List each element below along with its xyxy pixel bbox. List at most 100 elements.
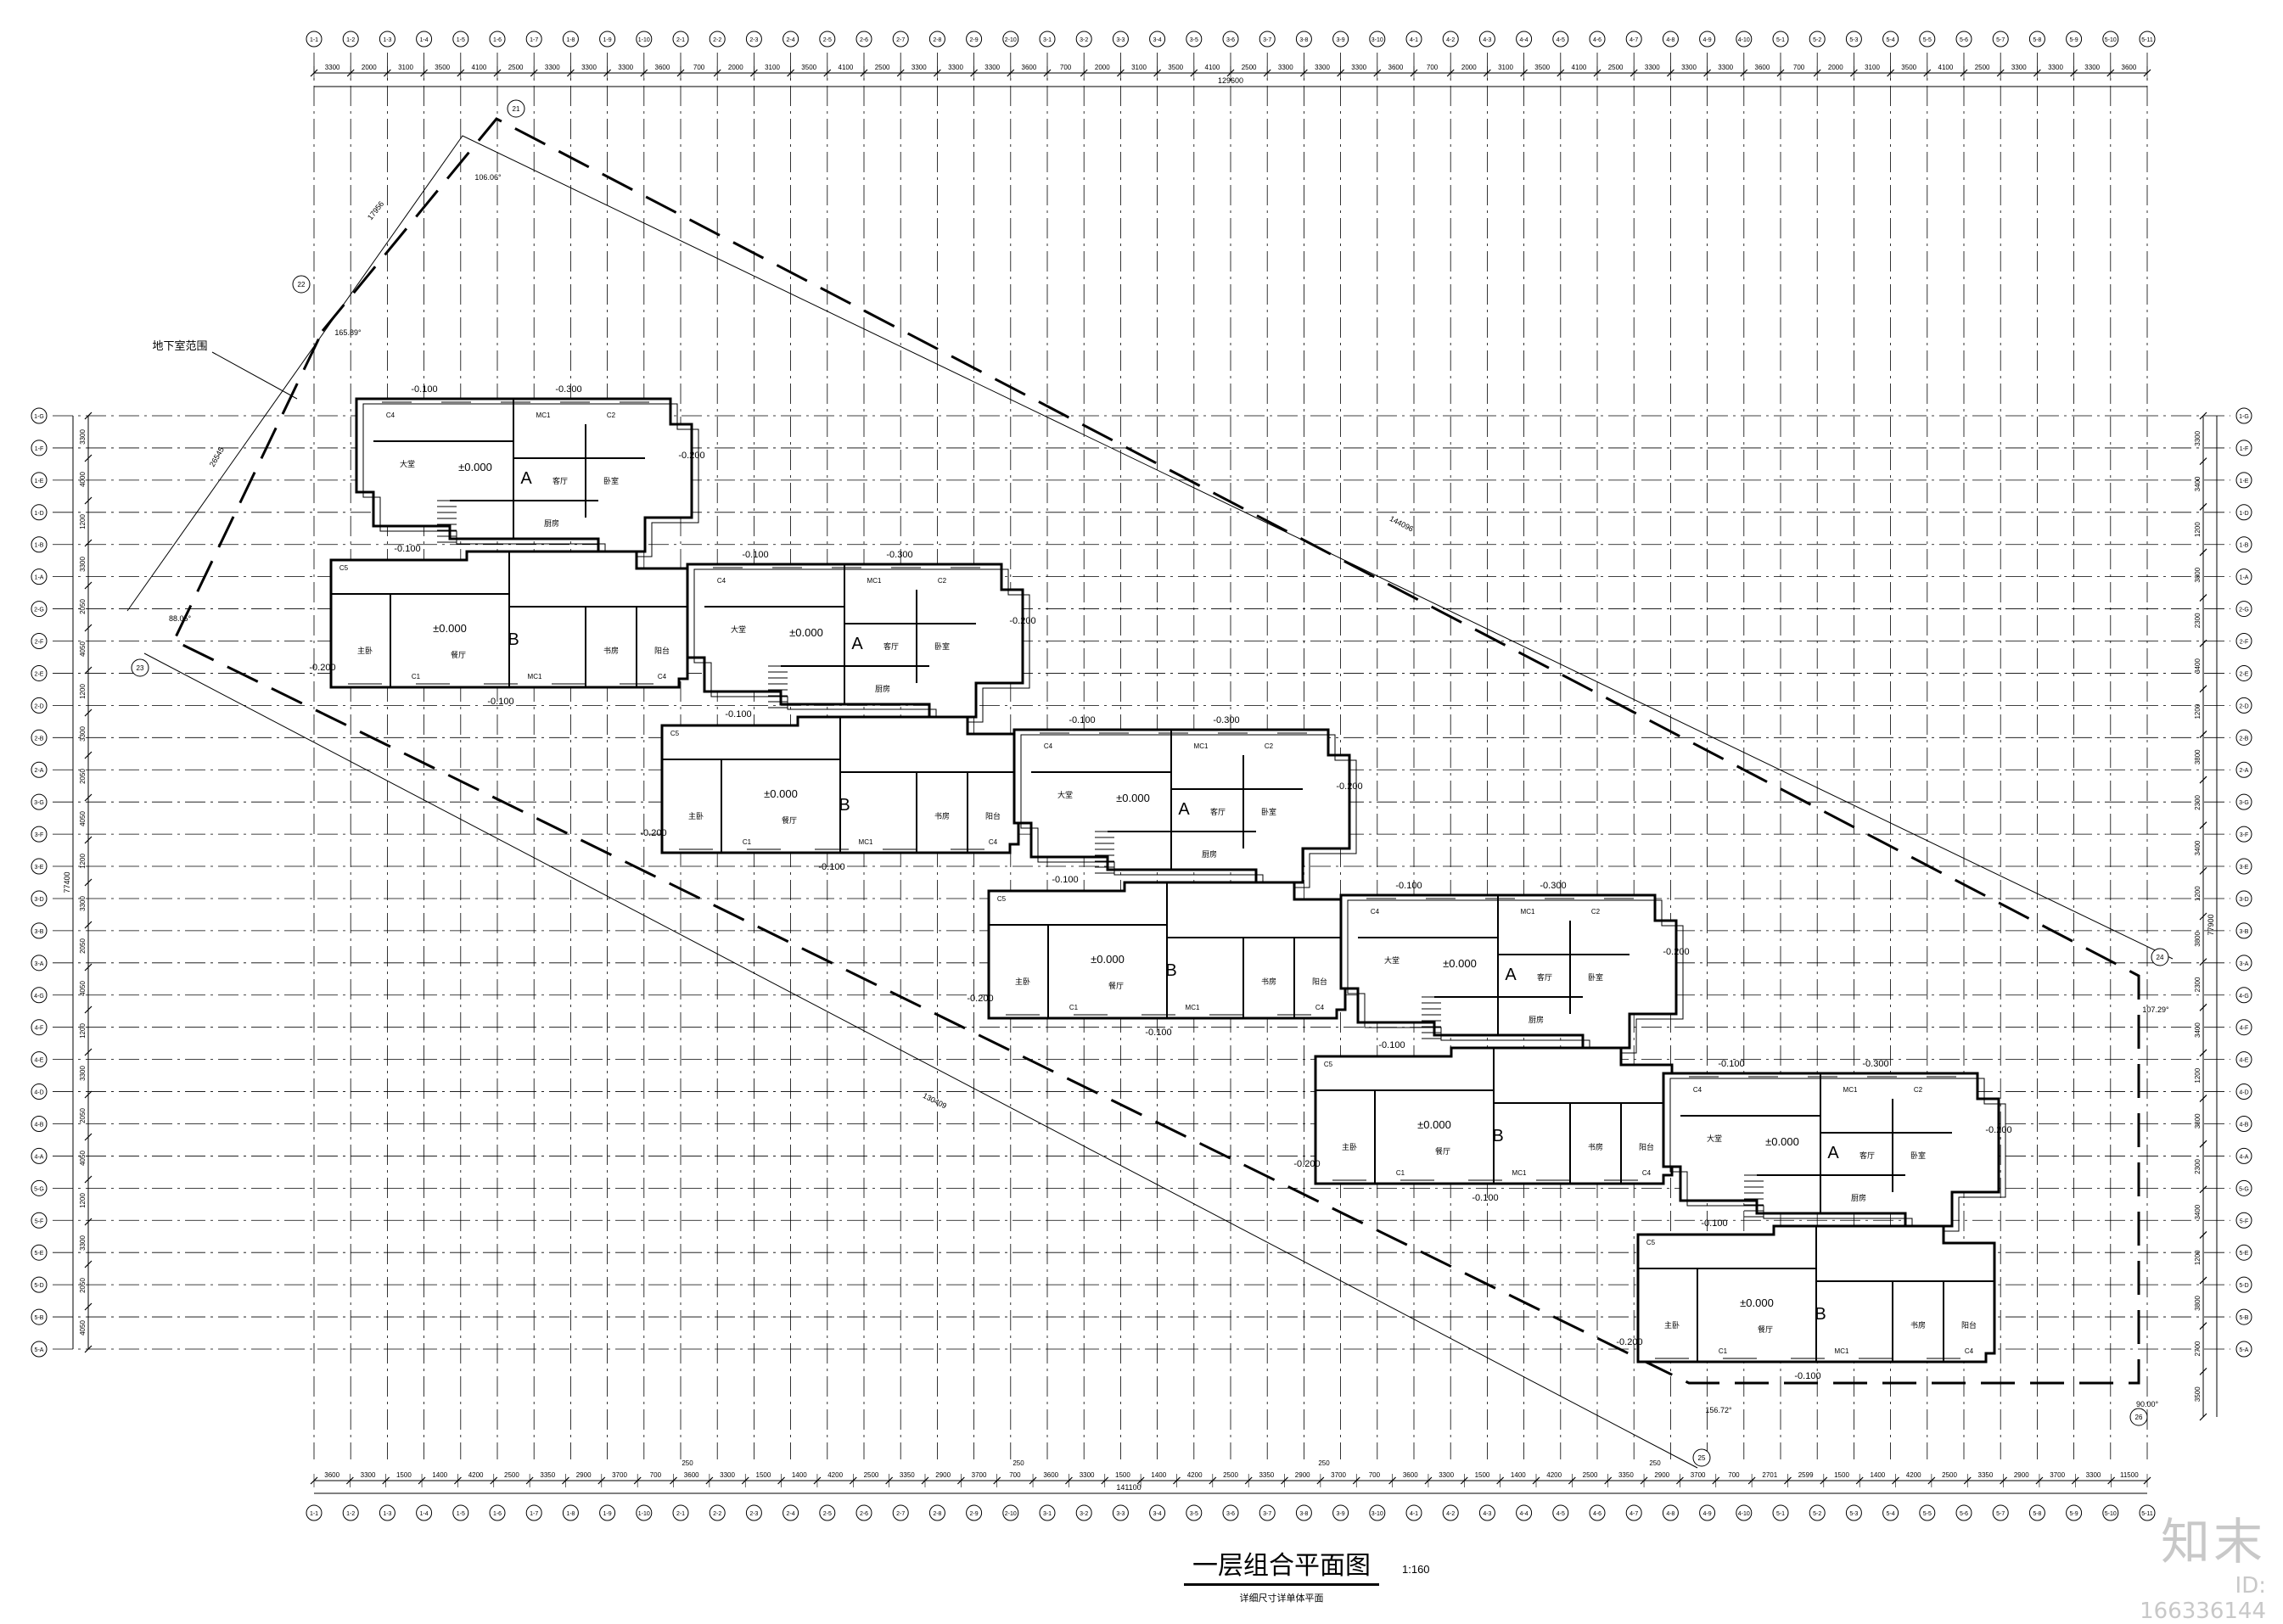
axis-label-bottom: 4-4 <box>1520 1511 1529 1517</box>
dim-tick <box>84 793 93 802</box>
axis-label-right: 3-E <box>2240 865 2249 871</box>
axis-bubble <box>379 1504 395 1521</box>
right-dim-value: 3400 <box>2194 476 2202 491</box>
axis-bubble <box>928 31 945 48</box>
axis-bubble <box>2235 1212 2252 1229</box>
axis-label-left: 2-F <box>35 640 44 646</box>
axis-bubble <box>599 1504 616 1521</box>
left-dim-value: 2050 <box>79 599 87 614</box>
window-tag: C4 <box>1642 1169 1652 1177</box>
window-tag: MC1 <box>1186 1004 1200 1011</box>
axis-label-bottom: 5-10 <box>2105 1511 2117 1517</box>
bottom-dim-value: 3300 <box>1439 1471 1454 1479</box>
special-axis-label: 26 <box>2135 1414 2143 1421</box>
window-tag: C2 <box>607 412 616 419</box>
top-dim-value: 3100 <box>1498 64 1513 71</box>
dim-tick <box>84 624 93 632</box>
window-tag: C1 <box>412 673 421 680</box>
axis-bubble <box>1112 31 1129 48</box>
left-dim-value: 4050 <box>79 1151 87 1166</box>
floor-elevation: ±0.000 <box>1765 1135 1799 1148</box>
window-tag: C4 <box>386 412 395 419</box>
right-dim-value: 3800 <box>2194 567 2202 582</box>
axis-label-right: 1-B <box>2240 543 2249 549</box>
axis-label-left: 5-E <box>35 1251 44 1257</box>
unit-a-label: A <box>1178 800 1190 819</box>
room-label: 厨房 <box>875 684 890 693</box>
axis-label-top: 2-6 <box>860 37 868 43</box>
axis-bubble <box>1295 1504 1312 1521</box>
balcony-elevation: -0.100 <box>1395 881 1422 891</box>
axis-bubble <box>31 601 48 618</box>
bottom-dim-value: 3600 <box>1043 1471 1058 1479</box>
axis-label-bottom: 4-8 <box>1666 1511 1674 1517</box>
axis-label-top: 1-9 <box>603 37 612 43</box>
axis-label-bottom: 2-5 <box>823 1511 832 1517</box>
axis-bubble <box>1222 31 1239 48</box>
unit-b-label: B <box>1815 1305 1826 1324</box>
axis-label-top: 3-2 <box>1080 37 1088 43</box>
axis-bubble <box>1002 31 1019 48</box>
dim-tick <box>84 1133 93 1141</box>
axis-bubble <box>2235 890 2252 907</box>
axis-bubble <box>1809 31 1826 48</box>
mid-dimension-value: 250 <box>1012 1459 1024 1467</box>
axis-bubble <box>1039 31 1056 48</box>
unit-b-label: B <box>839 796 850 815</box>
axis-label-right: 4-E <box>2240 1058 2249 1064</box>
top-dim-value: 2000 <box>1095 64 1110 71</box>
bottom-dim-value: 3700 <box>2050 1471 2065 1479</box>
room-label: 大堂 <box>1057 790 1073 799</box>
misc-elevation: -0.300 <box>1540 881 1566 891</box>
axis-label-bottom: 4-3 <box>1483 1511 1491 1517</box>
axis-label-bottom: 2-7 <box>896 1511 905 1517</box>
balcony-elevation: -0.100 <box>725 709 751 720</box>
axis-label-right: 5-D <box>2239 1283 2248 1289</box>
window-tag: C2 <box>1914 1086 1923 1094</box>
bottom-dim-value: 1500 <box>756 1471 771 1479</box>
dim-tick <box>84 1005 93 1014</box>
axis-bubble <box>31 793 48 810</box>
top-dim-value: 3300 <box>545 64 560 71</box>
window-tag: C1 <box>1719 1347 1728 1355</box>
balcony-elevation: -0.100 <box>487 697 513 707</box>
axis-bubble <box>1809 1504 1826 1521</box>
axis-bubble <box>379 31 395 48</box>
drawing-subtitle: 详细尺寸详单体平面 <box>1239 1593 1324 1604</box>
top-dim-value: 3600 <box>1022 64 1037 71</box>
axis-label-left: 3-B <box>35 929 44 935</box>
outdoor-elevation: -0.200 <box>1985 1125 2011 1135</box>
right-dim-value: 1200 <box>2194 1067 2202 1083</box>
dim-tick <box>2199 1095 2207 1102</box>
diagonal-top-dimension: 144096 <box>1388 514 1415 534</box>
bottom-dim-value: 700 <box>1728 1471 1740 1479</box>
bottom-dim-value: 2500 <box>1942 1471 1957 1479</box>
top-dim-value: 700 <box>1793 64 1805 71</box>
window-tag: C5 <box>997 895 1007 903</box>
axis-bubble <box>928 1504 945 1521</box>
axis-bubble <box>636 1504 653 1521</box>
axis-label-bottom: 1-2 <box>346 1511 355 1517</box>
top-dim-value: 3600 <box>655 64 670 71</box>
left-dim-value: 2050 <box>79 1108 87 1123</box>
axis-bubble <box>1259 1504 1276 1521</box>
axis-bubble <box>1186 31 1203 48</box>
axis-bubble <box>31 1341 48 1358</box>
dim-tick <box>2199 776 2207 784</box>
dim-tick <box>2199 1322 2207 1330</box>
floor-elevation: ±0.000 <box>1417 1118 1451 1131</box>
window-tag: MC1 <box>867 577 882 585</box>
axis-bubble <box>31 1019 48 1036</box>
axis-bubble <box>31 1308 48 1325</box>
left-dim-value: 1200 <box>79 514 87 529</box>
top-dim-value: 3600 <box>1755 64 1770 71</box>
axis-bubble <box>2235 407 2252 424</box>
left-dim-value: 1200 <box>79 1193 87 1208</box>
axis-bubble <box>783 31 799 48</box>
right-dim-value: 3400 <box>2194 1022 2202 1038</box>
axis-bubble <box>2235 922 2252 939</box>
axis-label-top: 3-7 <box>1263 37 1271 43</box>
left-dim-value: 4050 <box>79 811 87 826</box>
room-label: 卧室 <box>1261 807 1276 816</box>
